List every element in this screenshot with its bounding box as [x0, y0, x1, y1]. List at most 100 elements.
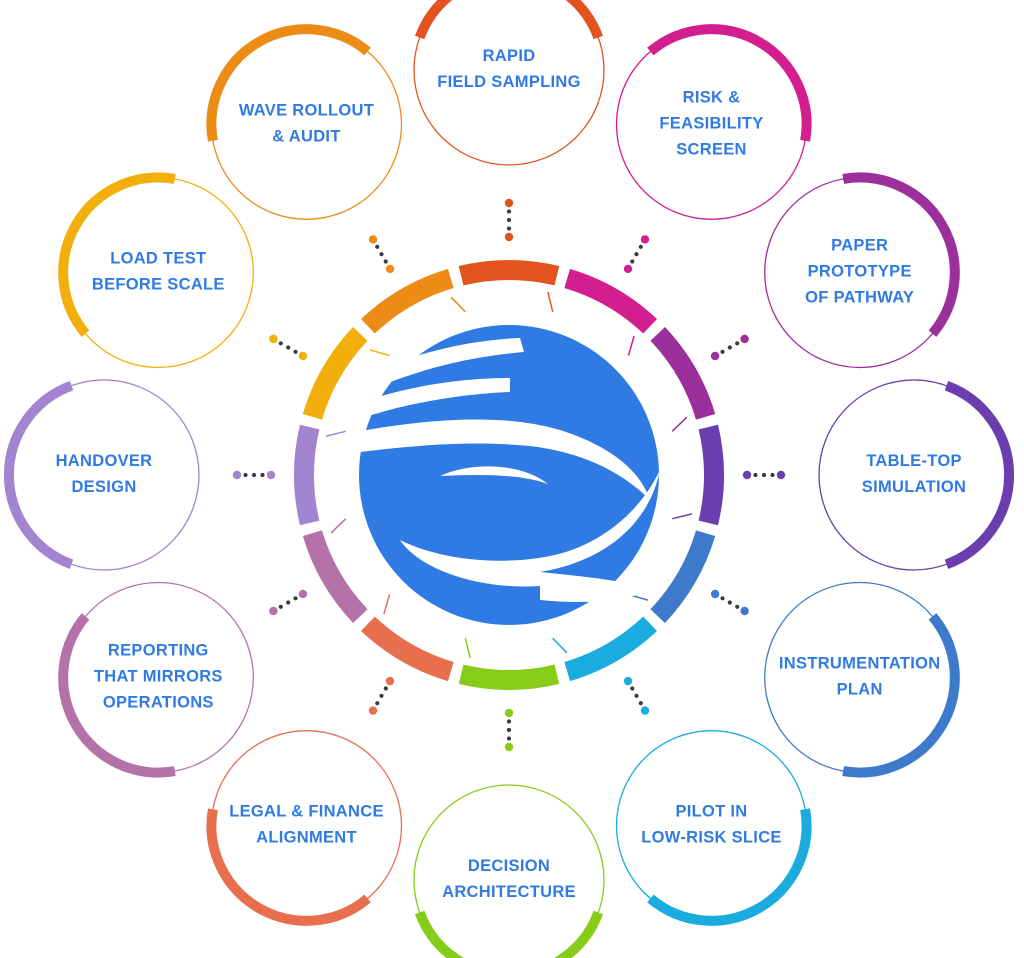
connector-dot [630, 686, 635, 691]
node-label-line: BEFORE SCALE [92, 276, 225, 294]
node-label-line: WAVE ROLLOUT [239, 102, 374, 120]
connectors [232, 198, 786, 752]
connector-dot [506, 727, 512, 733]
connector-dot [742, 470, 752, 480]
connector-dot [385, 264, 395, 274]
cycle-node: HANDOVER DESIGN [3, 379, 200, 571]
node-label-line: FIELD SAMPLING [437, 73, 581, 91]
cycle-node: DECISION ARCHITECTURE [413, 784, 605, 958]
connector-dot [504, 232, 514, 242]
node-accent-arc [842, 172, 960, 337]
connector-dot [623, 264, 633, 274]
node-circle [413, 784, 605, 958]
connector-dot [375, 244, 380, 249]
connector-dot [761, 472, 767, 478]
cycle-node: LEGAL & FINANCE ALIGNMENT [206, 730, 403, 926]
connector-dot [504, 742, 514, 752]
node-accent-arc [206, 24, 371, 142]
node-accent-arc [58, 613, 176, 778]
node-label-line: DECISION [468, 857, 550, 875]
connector-dot [740, 334, 749, 344]
connector-dot [506, 736, 512, 741]
connector-dot [638, 244, 643, 249]
node-label-line: ALIGNMENT [256, 829, 357, 847]
connector-dot [740, 606, 749, 616]
connector-dot [735, 604, 740, 609]
connector-dot [630, 259, 635, 264]
connector-dot [727, 345, 732, 350]
ring-segment [564, 268, 657, 334]
node-label-line: REPORTING [108, 642, 209, 660]
connector-dot [278, 604, 283, 609]
connector-dot [640, 706, 650, 715]
ring-arrow [450, 296, 466, 313]
connector-dot [638, 701, 643, 706]
cycle-node: LOAD TEST BEFORE SCALE [58, 172, 254, 369]
node-label-line: ARCHITECTURE [442, 883, 576, 901]
ring-segment [564, 616, 657, 682]
ring-segment [361, 268, 454, 334]
connector-dot [506, 217, 512, 223]
connector-dot [720, 596, 725, 601]
connector-dot [710, 589, 720, 599]
ring-segment [458, 260, 560, 286]
ring-arrow [547, 291, 554, 312]
connector-dot [506, 226, 512, 231]
ring-arrow [369, 349, 390, 357]
connector-dot [298, 351, 308, 361]
node-accent-arc [944, 381, 1015, 569]
node-label-line: DESIGN [71, 478, 136, 496]
cycle-node: WAVE ROLLOUT& AUDIT [206, 24, 403, 220]
node-label-line: PLAN [837, 681, 883, 699]
ring-segment [650, 530, 716, 623]
connector-dot [260, 472, 265, 478]
ring-segment [698, 424, 724, 526]
connector-dot [375, 701, 380, 706]
ring-segment [302, 530, 368, 623]
connector-dot [623, 676, 633, 686]
logo-eye [440, 466, 548, 484]
node-accent-arc [415, 910, 603, 958]
node-label-line: PILOT IN [675, 803, 747, 821]
hands-clasped-logo-icon [356, 325, 660, 625]
node-accent-arc [647, 808, 812, 926]
connector-dot [506, 209, 512, 214]
ring-arrow [464, 638, 471, 659]
connector-dot [776, 470, 786, 480]
connector-dot [278, 341, 283, 346]
connector-dot [243, 472, 248, 478]
connector-dot [269, 334, 278, 344]
node-accent-arc [842, 613, 960, 778]
node-label-line: RISK & [683, 89, 741, 107]
ring-segment [458, 664, 560, 690]
node-accent-arc [58, 172, 176, 337]
ring-arrow [383, 594, 391, 615]
connector-dot [710, 351, 720, 361]
connector-dot [640, 235, 650, 244]
connector-dot [735, 341, 740, 346]
node-label-line: THAT MIRRORS [94, 668, 223, 686]
logo-finger-2 [362, 378, 510, 416]
node-label-line: LEGAL & FINANCE [229, 803, 384, 821]
node-label-line: HANDOVER [56, 452, 153, 470]
connector-dot [385, 676, 395, 686]
ring-arrow [325, 430, 346, 437]
connector-dot [634, 252, 639, 257]
connector-dot [504, 708, 514, 718]
connector-dot [269, 606, 278, 616]
logo-finger-4 [400, 470, 660, 602]
node-label-line: LOAD TEST [110, 250, 206, 268]
node-label-line: PAPER [831, 237, 888, 255]
